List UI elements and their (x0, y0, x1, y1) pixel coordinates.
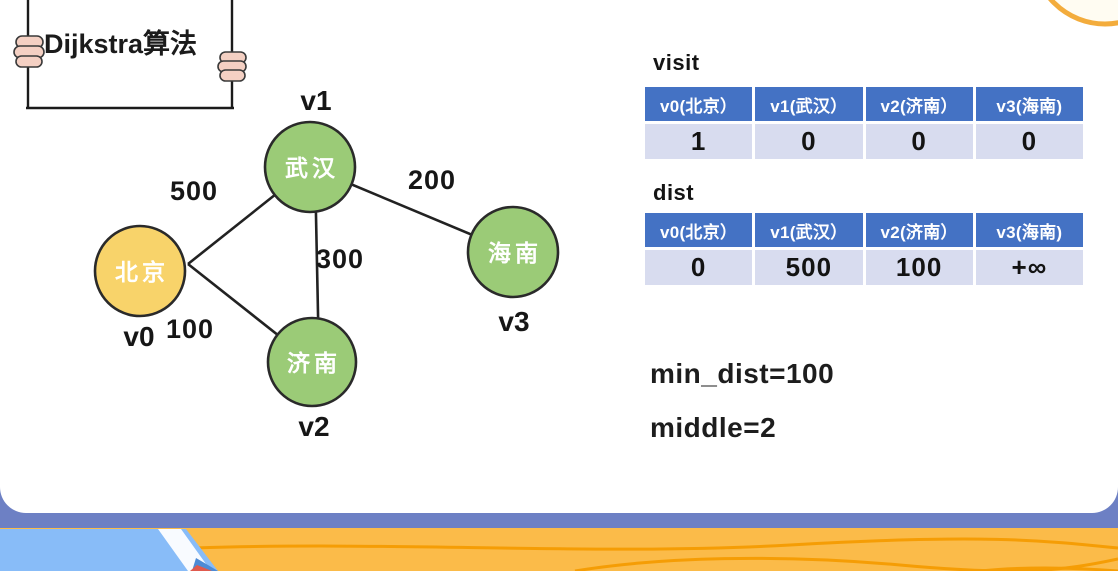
dist-header-cell-v2: v2(济南） (865, 213, 973, 247)
visit-header-cell-v0: v0(北京） (645, 87, 753, 121)
node-v1-wuhan (263, 120, 357, 214)
sign-board (29, 0, 231, 108)
node-v3-city-label: 海南 (488, 240, 542, 266)
dist-table: v0(北京） v1(武汉） v2(济南） v3(海南) 0 500 100 +∞ (645, 213, 1083, 285)
graph-canvas: 500 100 300 200 北京 武汉 济南 海南 v0 v1 v2 v3 (93, 85, 560, 442)
visit-value-cell-v1: 0 (755, 124, 863, 159)
node-v0-beijing (93, 224, 187, 318)
wood-grain-line-3 (979, 566, 1118, 571)
visit-value-cell-v2: 0 (865, 124, 973, 159)
decor-circle-shape (1048, 0, 1118, 27)
node-v3-hainan (466, 205, 560, 299)
decor-circle (1048, 0, 1118, 27)
visit-header-cell-v3: v3(海南) (975, 87, 1083, 121)
visit-value-cell-v3: 0 (975, 124, 1083, 159)
title-sign: Dijkstra算法 (13, 0, 247, 110)
left-hand-icon (13, 35, 45, 68)
book-cover (0, 529, 218, 571)
edge-weight-v1-v3: 200 (408, 165, 456, 195)
visit-table-label: visit (653, 50, 700, 75)
visit-value-cell-v0: 1 (645, 124, 753, 159)
node-v0-id-label: v0 (123, 321, 154, 352)
dist-header-cell-v1: v1(武汉） (755, 213, 863, 247)
edge-weight-v0-v2: 100 (166, 314, 214, 344)
dist-value-cell-v1: 500 (755, 250, 863, 285)
right-hand-icon (217, 51, 247, 82)
dist-table-label: dist (653, 180, 695, 205)
book-tip (190, 565, 212, 571)
node-v1-id-label: v1 (300, 85, 331, 116)
node-v3-id-label: v3 (498, 306, 529, 337)
dist-header-cell-v0: v0(北京） (645, 213, 753, 247)
node-v1-city-label: 武汉 (285, 155, 339, 181)
node-v2-city-label: 济南 (287, 350, 341, 376)
dist-value-cell-v3: +∞ (975, 250, 1083, 285)
dist-header-cell-v3: v3(海南) (975, 213, 1083, 247)
visit-header-cell-v2: v2(济南） (865, 87, 973, 121)
wood-grain-lines (194, 537, 1118, 571)
sign-title: Dijkstra算法 (44, 28, 197, 59)
visit-table: v0(北京） v1(武汉） v2(济南） v3(海南) 1 0 0 0 (645, 87, 1083, 159)
algorithm-state-panel: visit v0(北京） v1(武汉） v2(济南） v3(海南) 1 0 0 … (645, 0, 1090, 513)
dist-value-cell-v0: 0 (645, 250, 753, 285)
book-illustration (0, 529, 218, 571)
middle-text: middle=2 (650, 412, 777, 443)
edge-weight-v0-v1: 500 (170, 176, 218, 206)
min-dist-text: min_dist=100 (650, 358, 835, 389)
dist-value-cell-v2: 100 (865, 250, 973, 285)
node-v2-jinan (266, 316, 358, 408)
wood-grain-line-1 (194, 537, 1118, 551)
node-v0-city-label: 北京 (115, 259, 169, 285)
edge-weight-v1-v2: 300 (316, 244, 364, 274)
node-v2-id-label: v2 (298, 411, 329, 442)
visit-header-cell-v1: v1(武汉） (755, 87, 863, 121)
